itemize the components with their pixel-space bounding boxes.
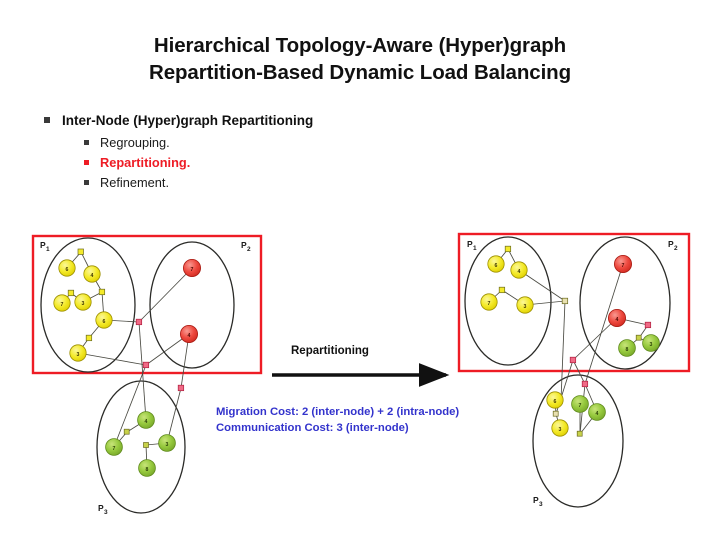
svg-text:4: 4 — [616, 317, 619, 323]
left-edges — [61, 251, 193, 469]
square-bullet-icon — [84, 180, 89, 185]
svg-text:2: 2 — [674, 245, 678, 252]
svg-text:1: 1 — [46, 246, 50, 253]
left-ellipse-p1: P 1 — [40, 237, 136, 373]
svg-text:6: 6 — [495, 263, 498, 269]
svg-text:1: 1 — [473, 245, 477, 252]
node-L1d: 3 — [74, 293, 92, 311]
bullet-item-repartitioning: Repartitioning. — [84, 155, 464, 170]
svg-text:7: 7 — [488, 301, 491, 307]
node-L1a: 6 — [58, 259, 76, 277]
svg-text:7: 7 — [622, 263, 625, 269]
right-ellipse-p1: P 1 — [464, 236, 552, 366]
node-R1b: 4 — [510, 261, 528, 279]
node-L3a: 4 — [137, 411, 155, 429]
communication-cost-text: Communication Cost: 3 (inter-node) — [216, 422, 409, 435]
right-p2-label: P — [668, 239, 674, 249]
right-nodes: 6 4 7 3 7 4 8 3 6 7 4 3 — [480, 254, 660, 437]
right-p1-label: P — [467, 239, 473, 249]
svg-text:6: 6 — [554, 399, 557, 405]
left-p3-label: P — [98, 503, 104, 513]
svg-text:4: 4 — [91, 273, 94, 279]
node-L1b: 4 — [83, 265, 101, 283]
square-bullet-icon — [84, 140, 89, 145]
left-partition-box — [31, 234, 263, 375]
svg-text:6: 6 — [66, 267, 69, 273]
left-hyperedge-pins — [67, 248, 185, 448]
node-R2b: 4 — [608, 308, 627, 327]
svg-text:4: 4 — [188, 333, 191, 339]
svg-text:3: 3 — [82, 301, 85, 307]
node-R2d: 3 — [642, 334, 660, 352]
node-L2b: 4 — [179, 324, 198, 343]
migration-cost-text: Migration Cost: 2 (inter-node) + 2 (intr… — [216, 406, 460, 418]
node-L3c: 3 — [158, 434, 176, 452]
node-L3d: 8 — [138, 459, 156, 477]
bullet-item-label: Repartitioning. — [100, 155, 191, 170]
node-R3c: 4 — [588, 403, 606, 421]
page-title: Hierarchical Topology-Aware (Hyper)graph… — [60, 32, 660, 86]
svg-text:3: 3 — [166, 442, 169, 448]
svg-text:6: 6 — [103, 319, 106, 325]
svg-text:3: 3 — [104, 509, 108, 516]
left-p1-label: P — [40, 240, 46, 250]
svg-text:8: 8 — [146, 467, 149, 473]
bullet-list: Inter-Node (Hyper)graph Repartitioning R… — [44, 113, 464, 195]
svg-text:2: 2 — [247, 246, 251, 253]
node-R2a: 7 — [614, 254, 633, 273]
bullet-item-label: Regrouping. — [100, 135, 170, 150]
svg-text:8: 8 — [626, 347, 629, 353]
node-R3b: 7 — [571, 395, 589, 413]
svg-text:3: 3 — [77, 352, 80, 358]
right-p3-label: P — [533, 495, 539, 505]
svg-text:3: 3 — [539, 501, 543, 508]
left-p2-label: P — [241, 240, 247, 250]
svg-text:7: 7 — [579, 403, 582, 409]
node-R1c: 7 — [480, 293, 498, 311]
left-nodes: 6 4 7 3 6 3 7 4 4 7 3 8 — [53, 258, 201, 477]
title-line2: Repartition-Based Dynamic Load Balancing — [148, 61, 572, 85]
arrow-label: Repartitioning — [291, 345, 369, 357]
left-ellipse-p3: P 3 — [96, 380, 186, 516]
title-accent: Hierarchical Topology-Aware — [153, 34, 433, 57]
svg-text:4: 4 — [596, 411, 599, 417]
svg-text:3: 3 — [650, 342, 653, 348]
node-L1e: 6 — [95, 311, 113, 329]
bullet-item-label: Refinement. — [100, 175, 169, 190]
right-partition-box — [457, 232, 691, 373]
bullet-item-refinement: Refinement. — [84, 175, 464, 190]
right-ellipse-p3: P 3 — [532, 374, 624, 508]
bullet-level1-label: Inter-Node (Hyper)graph Repartitioning — [62, 113, 314, 128]
node-L3b: 7 — [105, 438, 123, 456]
square-bullet-icon — [84, 160, 89, 165]
svg-text:7: 7 — [191, 267, 194, 273]
svg-text:7: 7 — [61, 302, 64, 308]
right-hyperedge-pins — [498, 245, 652, 437]
node-R3a: 6 — [546, 391, 564, 409]
node-R2c: 8 — [618, 339, 636, 357]
title-rest-line1: (Hyper)graph — [432, 34, 567, 57]
svg-text:3: 3 — [524, 304, 527, 310]
node-L1c: 7 — [53, 294, 71, 312]
bullet-level1: Inter-Node (Hyper)graph Repartitioning — [44, 113, 464, 128]
svg-text:7: 7 — [113, 446, 116, 452]
left-ellipse-p2: P 2 — [149, 240, 251, 369]
node-R1a: 6 — [487, 255, 505, 273]
svg-text:4: 4 — [145, 419, 148, 425]
bullet-item-regrouping: Regrouping. — [84, 135, 464, 150]
svg-text:4: 4 — [518, 269, 521, 275]
node-R1d: 3 — [516, 296, 534, 314]
right-ellipse-p2: P 2 — [579, 236, 678, 370]
square-bullet-icon — [44, 117, 50, 123]
node-L2a: 7 — [182, 258, 201, 277]
node-L1f: 3 — [69, 344, 87, 362]
cost-summary: Migration Cost: 2 (inter-node) + 2 (intr… — [216, 404, 459, 437]
right-edges — [488, 248, 652, 435]
svg-text:3: 3 — [559, 427, 562, 433]
node-R3d: 3 — [551, 419, 569, 437]
